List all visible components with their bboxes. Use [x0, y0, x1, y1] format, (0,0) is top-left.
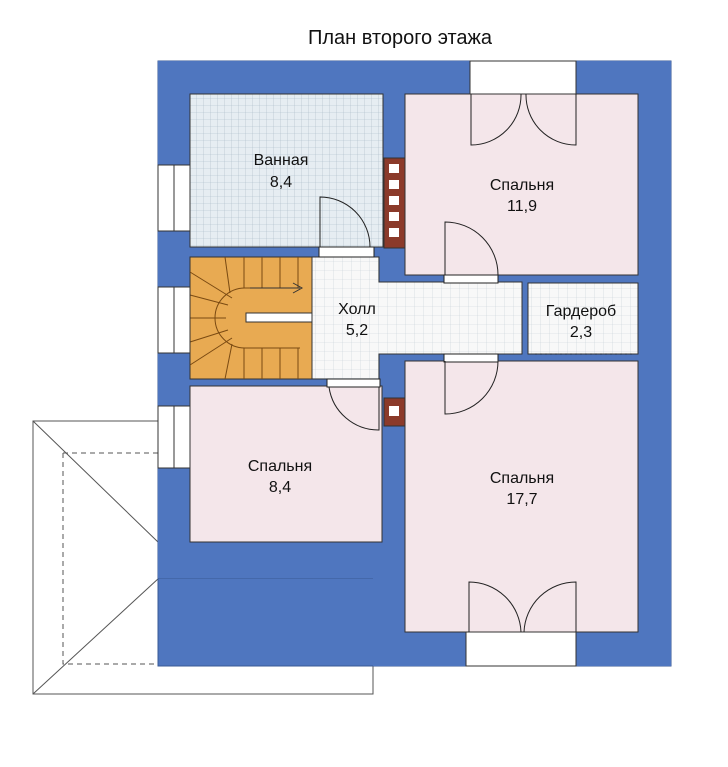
ventilation-ducts [383, 157, 406, 427]
stair-steps [189, 256, 300, 380]
windows [157, 60, 577, 667]
room-area-hall: 5,2 [346, 322, 368, 339]
room-area-bedroom-left: 8,4 [269, 479, 291, 496]
room-label-wardrobe: Гардероб [546, 303, 616, 320]
room-wardrobe [527, 282, 639, 355]
room-area-bedroom-top: 11,9 [507, 198, 537, 215]
room-bedroom-left [189, 385, 383, 543]
room-label-hall: Холл [338, 301, 376, 318]
plan-title: План второго этажа [308, 27, 493, 49]
room-label-bedroom-large: Спальня [490, 470, 554, 487]
room-label-bedroom-top: Спальня [490, 177, 554, 194]
stair-well [245, 312, 313, 323]
doors [318, 93, 632, 633]
room-label-bathroom: Ванная [254, 152, 309, 169]
room-area-bathroom: 8,4 [270, 174, 292, 191]
room-bedroom-top [404, 93, 639, 276]
room-area-bedroom-large: 17,7 [506, 491, 537, 508]
room-bathroom [189, 93, 384, 248]
room-bedroom-large [404, 360, 639, 633]
room-label-bedroom-left: Спальня [248, 458, 312, 475]
room-area-wardrobe: 2,3 [570, 324, 592, 341]
stair-direction-arrow [250, 282, 304, 294]
